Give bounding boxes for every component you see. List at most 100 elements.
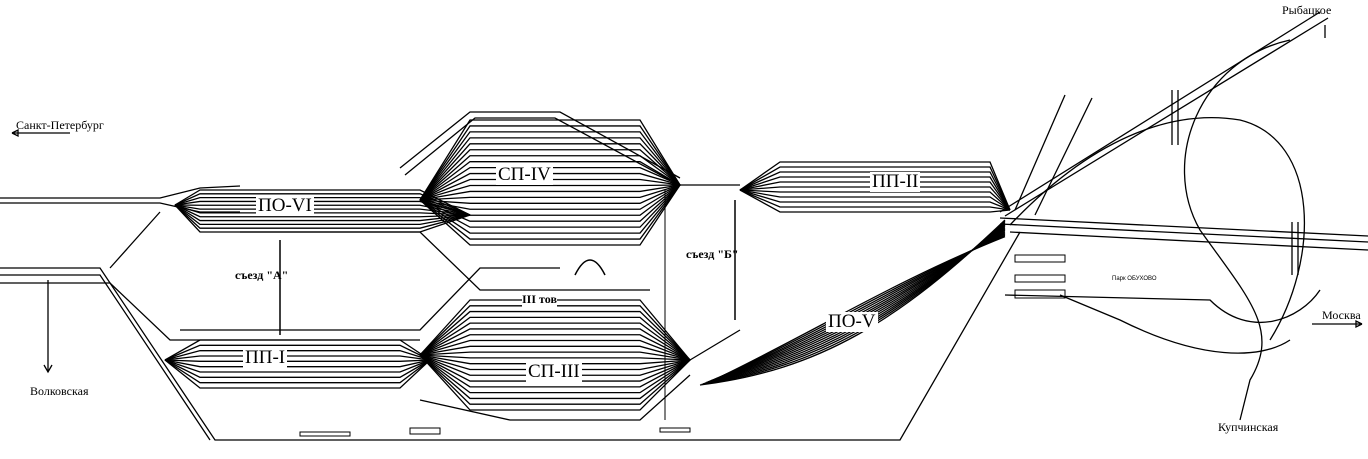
- park-sp3-label: СП-III: [526, 361, 582, 382]
- park-po6-track: [174, 189, 471, 216]
- main-line-right: [1009, 231, 1368, 251]
- park-po5-track: [711, 228, 1006, 382]
- park-po5-track: [707, 225, 1006, 383]
- main-line: [0, 231, 1021, 441]
- park-sp4-track: [419, 184, 681, 240]
- park-sp4-label: СП-IV: [496, 164, 553, 185]
- arrow-head-spb: [11, 128, 19, 138]
- park-po5-track: [699, 219, 1006, 386]
- tov3-label: III тов: [522, 292, 557, 307]
- park-obukhovo-label: Парк ОБУХОВО: [1112, 276, 1157, 282]
- platform: [299, 431, 351, 437]
- park-pp1-track: [164, 355, 431, 361]
- park-pp2-track: [739, 166, 1011, 211]
- platform: [409, 427, 441, 435]
- park-pp1-track: [164, 344, 431, 361]
- park-pp2-track: [739, 189, 1011, 211]
- park-sp4-track: [419, 184, 681, 234]
- crossover-a-label: съезд "А": [235, 268, 289, 282]
- platform: [1014, 274, 1066, 283]
- main-line: [0, 202, 240, 213]
- branch: [1034, 97, 1093, 216]
- park-po6-track: [174, 204, 471, 229]
- park-pp1-track: [164, 359, 431, 378]
- hump: [574, 259, 606, 276]
- platform: [659, 427, 691, 433]
- obukhovo-track: [1004, 289, 1321, 324]
- park-po6-track: [174, 204, 471, 233]
- park-sp4-track: [419, 184, 681, 201]
- connector: [689, 329, 741, 361]
- park-sp4-track: [419, 161, 681, 201]
- park-sp4-track: [419, 184, 681, 222]
- park-pp1-track: [164, 359, 431, 368]
- direction-spb: Санкт-Петербург: [16, 118, 104, 132]
- park-po6-label: ПО-VI: [256, 195, 314, 216]
- park-pp1-track: [164, 359, 431, 362]
- park-sp4-track: [419, 184, 681, 204]
- park-sp4-track: [419, 119, 681, 201]
- park-pp2-track: [739, 189, 1011, 211]
- direction-moskva: Москва: [1322, 308, 1361, 322]
- arrow-volkovskaya: [43, 364, 53, 374]
- main-line-right: [999, 217, 1368, 237]
- platform: [1014, 289, 1066, 299]
- connector: [109, 211, 161, 269]
- park-po5-track: [703, 222, 1006, 385]
- park-sp4-track: [419, 143, 681, 201]
- park-pp1-track: [164, 339, 431, 361]
- crossover-b-label: съезд "Б": [686, 247, 739, 261]
- park-pp2-track: [739, 189, 1011, 213]
- park-pp1-track: [164, 359, 431, 389]
- rybatskoe-line: [1004, 17, 1329, 217]
- park-pp2-label: ПП-II: [870, 171, 921, 192]
- bypass-track: [399, 111, 681, 179]
- park-pp1-label: ПП-I: [243, 347, 288, 368]
- obukhovo-track: [1059, 294, 1291, 354]
- park-pp1-track: [164, 350, 431, 361]
- kupchino-line: [1184, 39, 1291, 421]
- park-pp1-track: [164, 359, 431, 373]
- park-po5-track: [704, 223, 1006, 384]
- park-po6-track: [174, 204, 471, 226]
- branch: [1014, 94, 1066, 211]
- park-po5-track: [720, 236, 1006, 378]
- park-pp1-track: [164, 359, 431, 384]
- park-sp4-track: [419, 137, 681, 201]
- park-sp4-track: [419, 184, 681, 201]
- park-po5-track: [709, 227, 1006, 382]
- loop-track: [1009, 117, 1306, 341]
- connector: [240, 231, 650, 291]
- park-sp3-track: [419, 354, 691, 361]
- park-sp4-track: [419, 184, 681, 201]
- park-sp4-track: [419, 184, 681, 210]
- park-pp2-track: [739, 189, 1011, 211]
- park-sp4-track: [419, 184, 681, 216]
- park-sp4-track: [419, 131, 681, 201]
- main-line: [0, 274, 211, 441]
- bypass-track: [404, 117, 671, 181]
- park-po6-track: [174, 204, 471, 222]
- direction-kupchinskaya: Купчинская: [1218, 420, 1279, 434]
- direction-volkovskaya: Волковская: [30, 384, 89, 398]
- park-pp2-track: [739, 189, 1011, 211]
- direction-rybatskoe: Рыбацкое: [1282, 3, 1332, 17]
- park-sp4-track: [419, 166, 681, 201]
- main-line-right: [999, 223, 1368, 243]
- park-sp4-track: [419, 184, 681, 228]
- main-line: [0, 282, 420, 341]
- park-sp4-track: [419, 178, 681, 201]
- park-po5-track: [706, 224, 1006, 384]
- connector: [180, 267, 560, 331]
- park-sp4-track: [419, 172, 681, 201]
- platform: [1014, 254, 1066, 263]
- main-line: [0, 185, 241, 199]
- park-pp2-track: [739, 161, 1011, 211]
- park-sp4-track: [419, 155, 681, 201]
- arrow-head-moskva: [1355, 319, 1363, 329]
- park-po5-track: [701, 220, 1006, 386]
- park-po5-label: ПО-V: [826, 311, 878, 332]
- park-sp4-track: [419, 125, 681, 201]
